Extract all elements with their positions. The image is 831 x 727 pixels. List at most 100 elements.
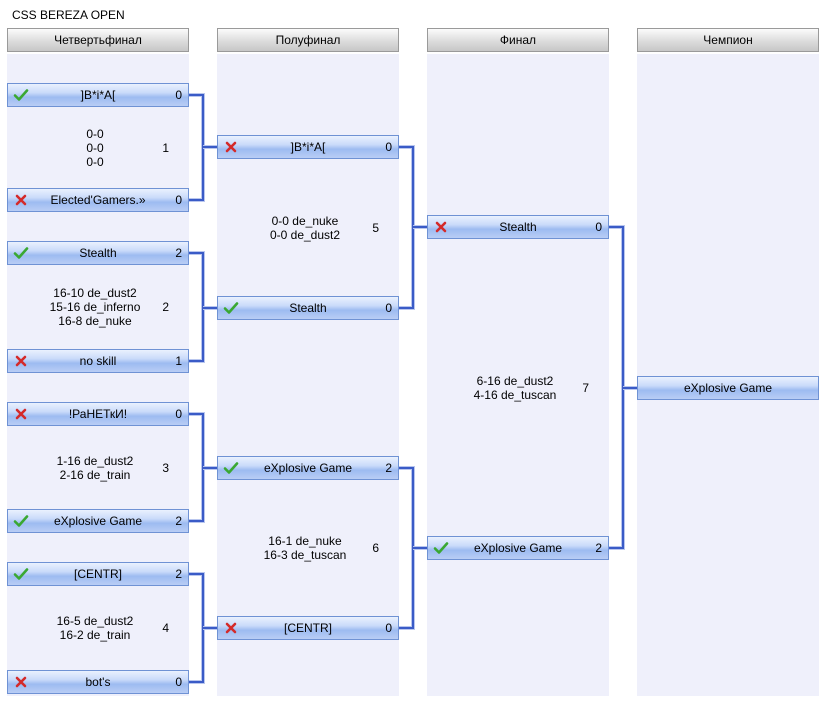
quarterfinal-2-team-2[interactable]: no skill 1: [7, 349, 189, 373]
team-score: 0: [385, 301, 392, 315]
connector-line: [189, 573, 204, 683]
map-score-line: 0-0: [86, 126, 104, 141]
map-score-line: 16-5 de_dust2: [56, 614, 134, 628]
column-semifinal-background: [217, 54, 399, 696]
quarterfinal-1-team-1[interactable]: ]B*i*A[ 0: [7, 83, 189, 107]
cross-icon: [15, 676, 27, 688]
final-team-1[interactable]: Stealth 0: [427, 215, 609, 239]
connector-line: [399, 146, 414, 309]
map-score-line: 16-3 de_tuscan: [263, 548, 347, 562]
checkmark-icon: [13, 247, 29, 259]
team-score: 2: [175, 514, 182, 528]
cross-icon: [225, 141, 237, 153]
connector-line: [189, 94, 204, 201]
checkmark-icon: [223, 462, 239, 474]
checkmark-icon: [13, 568, 29, 580]
checkmark-icon: [13, 89, 29, 101]
team-score: 2: [385, 461, 392, 475]
team-name: eXplosive Game: [53, 514, 143, 528]
quarterfinal-2-team-1[interactable]: Stealth 2: [7, 241, 189, 265]
column-header-semifinal: Полуфинал: [217, 28, 399, 52]
team-name: Stealth: [79, 246, 117, 260]
team-score: 0: [175, 88, 182, 102]
cross-icon: [15, 408, 27, 420]
team-name: ]B*i*A[: [290, 140, 326, 154]
column-header-quarterfinal: Четвертьфинал: [7, 28, 189, 52]
semifinal-1-team-2[interactable]: Stealth 0: [217, 296, 399, 320]
quarterfinal-1-number: 1: [162, 140, 169, 155]
team-name: eXplosive Game: [263, 461, 353, 475]
team-score: 0: [175, 193, 182, 207]
map-score-line: 0-0: [86, 140, 104, 155]
checkmark-icon: [223, 302, 239, 314]
final-team-2[interactable]: eXplosive Game 2: [427, 536, 609, 560]
quarterfinal-4-number: 4: [162, 621, 169, 635]
team-name: Stealth: [289, 301, 327, 315]
quarterfinal-3-team-1[interactable]: !РаНЕТкИ! 0: [7, 402, 189, 426]
team-name: no skill: [79, 354, 117, 368]
map-score-line: 16-10 de_dust2: [53, 286, 137, 300]
connector-line: [609, 226, 624, 549]
connector-line: [189, 413, 204, 522]
team-score: 0: [175, 675, 182, 689]
column-final-background: [427, 54, 609, 696]
semifinal-1-team-1[interactable]: ]B*i*A[ 0: [217, 135, 399, 159]
map-score-line: 16-2 de_train: [59, 628, 131, 642]
map-score-line: 4-16 de_tuscan: [473, 387, 557, 402]
team-name: [CENTR]: [74, 567, 122, 581]
connector-line: [399, 467, 414, 629]
column-quarterfinal-background: [7, 54, 189, 696]
team-name: Stealth: [499, 220, 537, 234]
team-score: 0: [385, 621, 392, 635]
semifinal-1-number: 5: [372, 220, 379, 235]
column-header-champion: Чемпион: [637, 28, 819, 52]
checkmark-icon: [13, 515, 29, 527]
column-header-final: Финал: [427, 28, 609, 52]
team-name: !РаНЕТкИ!: [68, 407, 128, 421]
semifinal-2-number: 6: [372, 541, 379, 555]
cross-icon: [225, 622, 237, 634]
team-score: 1: [175, 354, 182, 368]
semifinal-2-team-2[interactable]: [CENTR] 0: [217, 616, 399, 640]
quarterfinal-4-team-1[interactable]: [CENTR] 2: [7, 562, 189, 586]
cross-icon: [15, 194, 27, 206]
map-score-line: 0-0 de_nuke: [271, 213, 339, 228]
connector-line: [189, 252, 204, 362]
quarterfinal-3-team-2[interactable]: eXplosive Game 2: [7, 509, 189, 533]
page-title: CSS BEREZA OPEN: [12, 8, 125, 22]
team-score: 2: [175, 567, 182, 581]
team-score: 2: [175, 246, 182, 260]
map-score-line: 0-0 de_dust2: [269, 227, 341, 242]
team-name: ]B*i*A[: [80, 88, 116, 102]
team-name: bot's: [85, 675, 111, 689]
champion-team[interactable]: eXplosive Game: [637, 376, 819, 400]
map-score-line: 1-16 de_dust2: [56, 453, 134, 468]
map-score-line: 6-16 de_dust2: [476, 373, 554, 388]
team-score: 0: [175, 407, 182, 421]
map-score-line: 16-8 de_nuke: [58, 314, 132, 328]
quarterfinal-3-number: 3: [162, 460, 169, 475]
quarterfinal-4-team-2[interactable]: bot's 0: [7, 670, 189, 694]
champion-name: eXplosive Game: [683, 381, 773, 395]
map-score-line: 0-0: [86, 154, 104, 169]
team-name: eXplosive Game: [473, 541, 563, 555]
team-name: Elected'Gamers.»: [50, 193, 146, 207]
semifinal-2-team-1[interactable]: eXplosive Game 2: [217, 456, 399, 480]
team-name: [CENTR]: [284, 621, 332, 635]
cross-icon: [435, 221, 447, 233]
map-score-line: 2-16 de_train: [59, 467, 131, 482]
team-score: 0: [385, 140, 392, 154]
team-score: 0: [595, 220, 602, 234]
map-score-line: 15-16 de_inferno: [49, 300, 141, 314]
team-score: 2: [595, 541, 602, 555]
column-champion-background: [637, 54, 819, 696]
map-score-line: 16-1 de_nuke: [268, 534, 342, 548]
quarterfinal-1-team-2[interactable]: Elected'Gamers.» 0: [7, 188, 189, 212]
